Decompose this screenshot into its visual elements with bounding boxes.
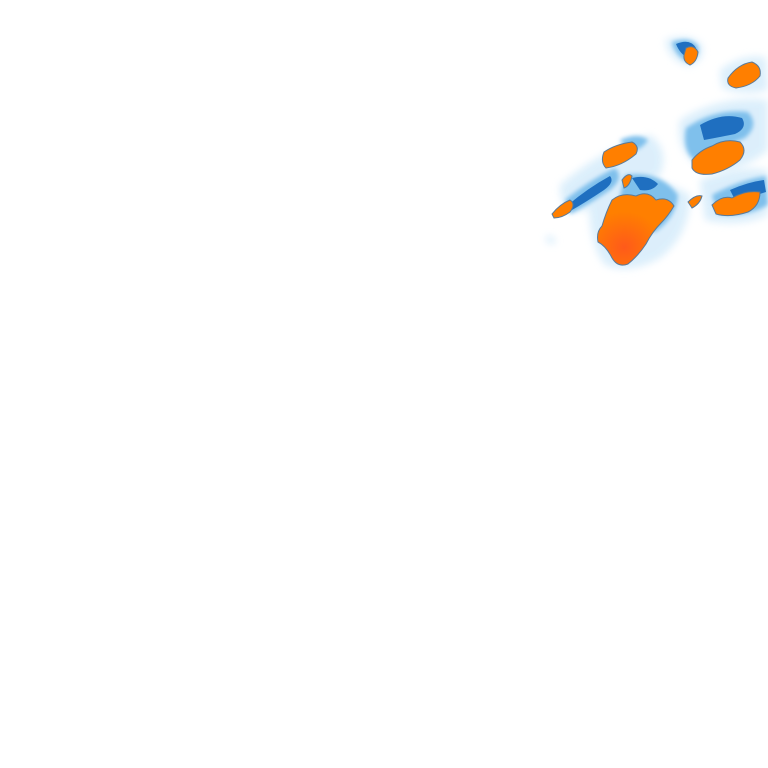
cell-east-lower xyxy=(711,191,761,217)
cell-northeast-small-b xyxy=(727,61,761,89)
cell-west-fragment xyxy=(621,174,633,189)
cell-west-elongated xyxy=(551,199,574,219)
cell-east-small xyxy=(687,195,703,209)
cell-east-large xyxy=(691,140,745,175)
cell-southwest-large xyxy=(597,193,675,266)
cell-northeast-small-a xyxy=(683,46,699,66)
cell-north-band-core xyxy=(601,141,638,169)
heavy-precip-band xyxy=(568,41,766,210)
convective-cores xyxy=(551,46,761,266)
